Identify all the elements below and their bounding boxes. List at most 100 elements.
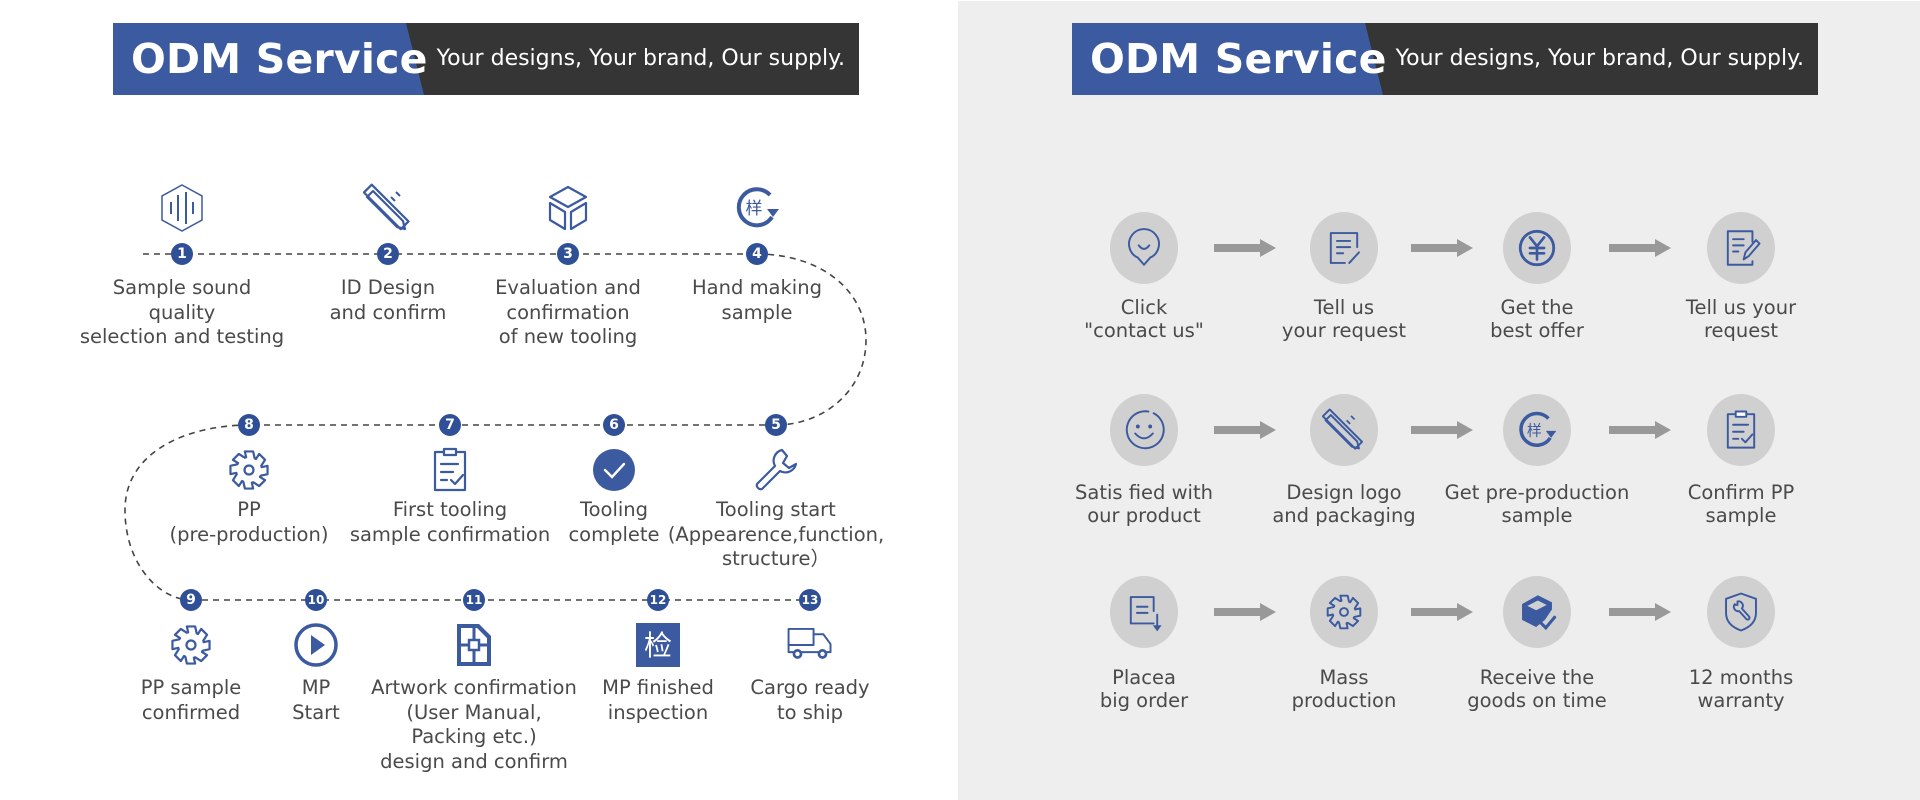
timeline-curve-right [756,253,867,426]
step-label: Tell us your request [1281,296,1407,342]
step-label: Evaluation and confirmation of new tooli… [495,276,641,348]
step-number-badge: 2 [377,243,399,265]
step-number-badge: 9 [180,589,202,611]
process-panel: ODM Service Your designs, Your brand, Ou… [958,1,1920,800]
step-icon-circle [1707,576,1775,648]
step-label: Design logo and packaging [1272,481,1416,527]
step-label: Get the best offer [1490,296,1584,342]
step-icon-circle [1310,212,1378,284]
step-number-badge: 6 [603,414,625,436]
svg-text:检: 检 [644,629,672,662]
arrow-right-icon [1214,420,1276,440]
header-title-block [1072,23,1383,95]
play-circle-icon [291,620,341,670]
header-banner: ODM Service Your designs, Your brand, Ou… [1072,23,1818,95]
header-title-block [113,23,424,95]
step-label: PP sample confirmed [140,676,242,724]
arrow-right-icon [1410,420,1473,440]
step-number-badge: 1 [171,243,193,265]
step-label: Satis fied with our product [1075,481,1213,527]
step-icon-circle [1310,576,1378,648]
timeline-path [124,253,867,601]
truck-icon [785,620,835,670]
step-number-badge: 10 [305,589,327,611]
step-label: Receive the goods on time [1467,666,1607,712]
step-icon-circle [1110,212,1178,284]
arrow-right-icon [1609,238,1671,258]
step-label: Mass production [1291,666,1397,712]
artwork-document-icon [449,620,499,670]
step-label: ID Design and confirm [329,276,447,324]
step-icon-circle: 样 [1503,394,1571,466]
cube-icon [543,183,593,233]
step-label: Artwork confirmation (User Manual, Packi… [371,676,577,773]
arrow-right-icon [1410,602,1473,622]
timeline-panel: ODM Service Your designs, Your brand, Ou… [0,0,958,800]
step-label: Tooling complete [568,498,660,546]
step-number-badge: 13 [799,589,821,611]
header-banner: ODM Service Your designs, Your brand, Ou… [113,23,859,95]
shield-wrench-icon [1719,590,1763,634]
step-label: Tell us your request [1685,296,1797,342]
arrow-right-icon [1410,238,1473,258]
step-number-badge: 4 [746,243,768,265]
sample-refresh-icon: 样 [1515,408,1559,452]
step-label: MP Start [292,676,340,724]
step-icon-circle [1110,576,1178,648]
ruler-pencil-icon [362,183,413,233]
step-label: Get pre-production sample [1444,481,1630,527]
order-download-icon [1122,590,1166,634]
step-label: Placea big order [1099,666,1189,712]
arrow-right-icon [1609,420,1671,440]
step-label: PP (pre-production) [169,498,329,546]
svg-text:样: 样 [746,199,763,219]
yen-coin-icon [1515,226,1559,270]
chat-smile-icon [1122,226,1166,270]
svg-text:样: 样 [1527,421,1542,439]
smile-face-icon [1122,408,1166,452]
header-tagline: Your designs, Your brand, Our supply. [436,46,845,71]
step-icon-circle [1707,212,1775,284]
step-icon-circle [1503,576,1571,648]
header-title: ODM Service [131,35,428,83]
step-icon-circle [1110,394,1178,466]
gear-icon [224,445,274,495]
header-tagline: Your designs, Your brand, Our supply. [1395,46,1804,71]
ruler-pencil-icon [1322,408,1366,452]
step-label: Cargo ready to ship [750,676,870,724]
step-icon-circle [1707,394,1775,466]
step-number-badge: 8 [238,414,260,436]
timeline-curve-left [124,424,250,601]
step-label: Tooling start (Appearence,function, stru… [667,498,885,570]
wrench-icon [751,445,801,495]
inspection-icon: 检 [633,620,683,670]
step-number-badge: 7 [439,414,461,436]
document-pencil-icon [1719,226,1763,270]
step-number-badge: 3 [557,243,579,265]
step-label: 12 months warranty [1688,666,1794,712]
sound-wave-hexagon-icon [157,183,207,233]
step-label: MP finished inspection [602,676,714,724]
step-label: Sample sound quality selection and testi… [79,276,285,348]
step-label: Click "contact us" [1084,296,1204,342]
step-label: Hand making sample [692,276,822,324]
arrow-right-icon [1214,602,1276,622]
check-circle-icon [589,445,639,495]
clipboard-check-icon [425,445,475,495]
gear-icon [1322,590,1366,634]
sample-refresh-icon: 样 [732,183,782,233]
step-number-badge: 11 [463,589,485,611]
step-label: Confirm PP sample [1687,481,1795,527]
step-number-badge: 12 [647,589,669,611]
arrow-right-icon [1214,238,1276,258]
step-number-badge: 5 [765,414,787,436]
header-title: ODM Service [1090,35,1387,83]
step-label: First tooling sample confirmation [349,498,551,546]
step-icon-circle [1310,394,1378,466]
gear-icon [166,620,216,670]
step-icon-circle [1503,212,1571,284]
clipboard-check-icon [1719,408,1763,452]
arrow-right-icon [1609,602,1671,622]
package-check-icon [1515,590,1559,634]
document-edit-icon [1322,226,1366,270]
